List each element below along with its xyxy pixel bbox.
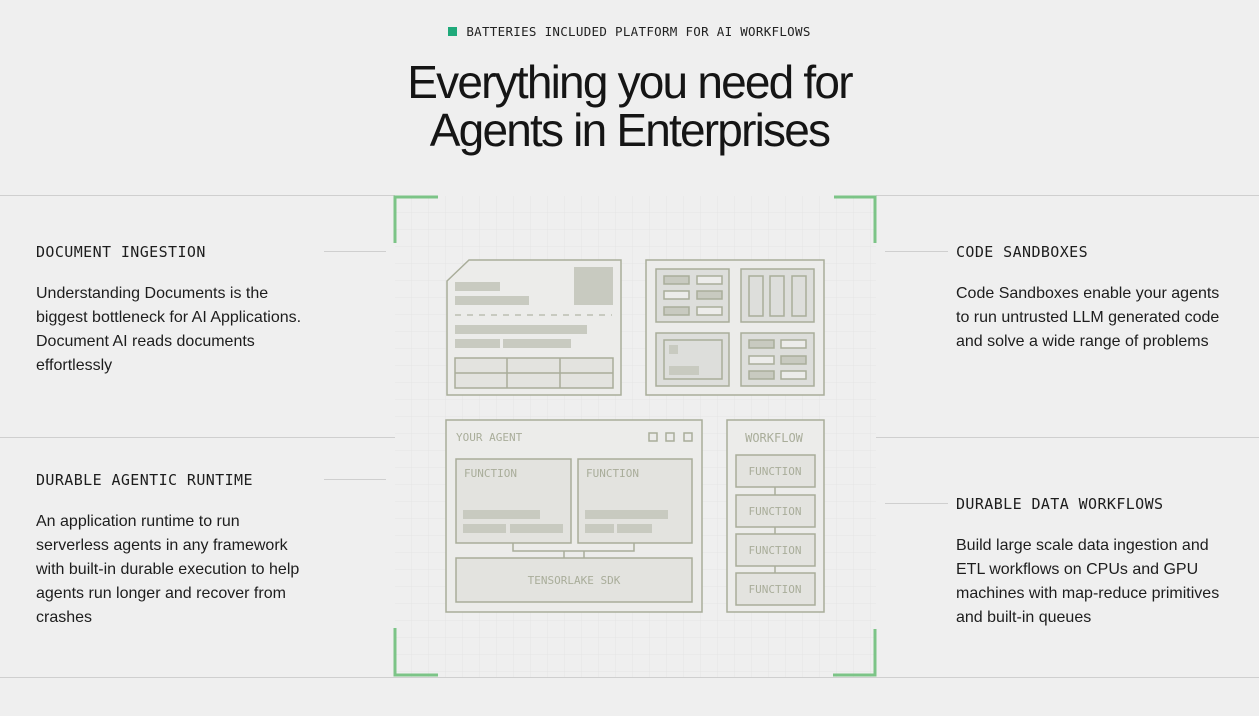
agent-label: YOUR AGENT bbox=[456, 431, 523, 444]
feature-description: An application runtime to run serverless… bbox=[36, 513, 300, 626]
feature-code-sandboxes: CODE SANDBOXES Code Sandboxes enable you… bbox=[956, 243, 1236, 354]
connector bbox=[885, 251, 948, 252]
feature-title: DURABLE AGENTIC RUNTIME bbox=[36, 471, 253, 489]
title-line-2: Agents in Enterprises bbox=[429, 104, 831, 156]
function-label: FUNCTION bbox=[586, 467, 639, 480]
feature-durable-agentic-runtime: DURABLE AGENTIC RUNTIME An application r… bbox=[36, 471, 316, 630]
document-icon bbox=[446, 259, 622, 396]
connector bbox=[324, 479, 386, 480]
workflow-label: WORKFLOW bbox=[745, 431, 804, 445]
square-icon bbox=[448, 27, 458, 36]
sdk-label: TENSORLAKE SDK bbox=[528, 574, 621, 587]
feature-document-ingestion: DOCUMENT INGESTION Understanding Documen… bbox=[36, 243, 321, 378]
title-line-1: Everything you need for bbox=[407, 56, 853, 108]
feature-description: Build large scale data ingestion and ETL… bbox=[956, 537, 1220, 626]
divider bbox=[876, 195, 1259, 196]
divider bbox=[0, 437, 395, 438]
divider bbox=[876, 437, 1259, 438]
corner-brackets bbox=[393, 195, 877, 677]
feature-title: CODE SANDBOXES bbox=[956, 243, 1089, 261]
divider bbox=[0, 195, 395, 196]
eyebrow-text: BATTERIES INCLUDED PLATFORM FOR AI WORKF… bbox=[466, 24, 811, 39]
feature-title: DOCUMENT INGESTION bbox=[36, 243, 206, 261]
divider bbox=[0, 677, 1259, 678]
workflow-function-label: FUNCTION bbox=[749, 505, 802, 518]
connector bbox=[885, 503, 948, 504]
eyebrow: BATTERIES INCLUDED PLATFORM FOR AI WORKF… bbox=[0, 24, 1259, 39]
connector bbox=[324, 251, 386, 252]
workflow-function-label: FUNCTION bbox=[749, 544, 802, 557]
sandbox-grid-icon bbox=[645, 259, 825, 396]
workflow-box bbox=[726, 419, 825, 613]
workflow-function-label: FUNCTION bbox=[749, 465, 802, 478]
agent-box bbox=[445, 419, 703, 613]
feature-title: DURABLE DATA WORKFLOWS bbox=[956, 495, 1164, 513]
feature-description: Understanding Documents is the biggest b… bbox=[36, 285, 302, 374]
feature-durable-data-workflows: DURABLE DATA WORKFLOWS Build large scale… bbox=[956, 495, 1236, 630]
workflow-function-label: FUNCTION bbox=[749, 583, 802, 596]
sdk-box bbox=[455, 557, 693, 603]
function-label: FUNCTION bbox=[464, 467, 517, 480]
architecture-diagram: YOUR AGENT FUNCTION FUNCTION TENSORLAKE … bbox=[393, 195, 877, 677]
feature-description: Code Sandboxes enable your agents to run… bbox=[956, 285, 1220, 350]
